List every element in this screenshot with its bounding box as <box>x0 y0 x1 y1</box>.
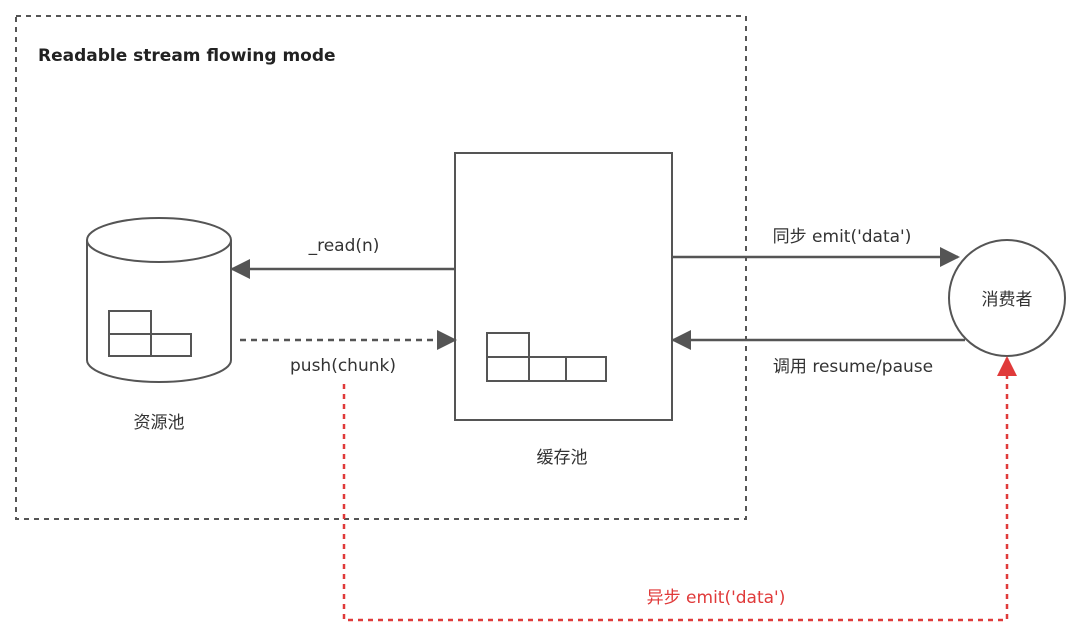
resource-chunks-icon <box>108 310 192 357</box>
diagram-title: Readable stream flowing mode <box>38 46 336 66</box>
resource-pool-label: 资源池 <box>134 413 185 433</box>
buffer-pool-label: 缓存池 <box>537 448 588 468</box>
resource-pool-cylinder <box>86 217 232 383</box>
buffer-chunks-icon <box>486 332 607 382</box>
async-emit-label: 异步 emit('data') <box>647 588 786 608</box>
consumer-label: 消费者 <box>982 290 1033 310</box>
push-label: push(chunk) <box>290 356 396 376</box>
read-label: _read(n) <box>308 236 380 256</box>
buffer-pool-box <box>454 152 673 421</box>
resume-pause-label: 调用 resume/pause <box>773 357 933 377</box>
sync-emit-label: 同步 emit('data') <box>773 227 912 247</box>
async-emit-arrow <box>342 356 1017 622</box>
stream-boundary <box>15 15 747 520</box>
